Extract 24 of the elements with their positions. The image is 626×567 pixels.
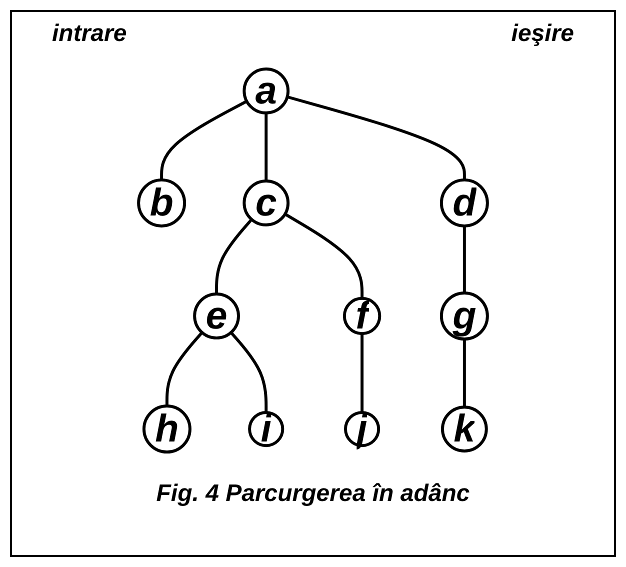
connector: [286, 95, 466, 180]
connector: [284, 212, 364, 298]
connector: [360, 334, 364, 412]
connector: [160, 100, 248, 180]
node-circle: [344, 410, 380, 448]
connector: [165, 332, 204, 406]
node-circle: [342, 296, 382, 336]
caption: Fig. 4 Parcurgerea în adânc: [155, 480, 471, 508]
direction-label: intrare: [52, 20, 127, 49]
connector: [215, 218, 253, 294]
node-circle: [440, 406, 488, 452]
direction-label: ieşire: [511, 20, 574, 49]
node-circle: [242, 180, 290, 226]
connector: [462, 226, 466, 293]
node-circle: [242, 68, 290, 114]
connector: [264, 112, 268, 181]
node-circle: [193, 292, 240, 340]
node-circle: [440, 178, 489, 228]
node-circle: [248, 410, 284, 448]
connector: [462, 339, 466, 408]
connector: [230, 332, 268, 412]
node-circle: [137, 178, 186, 228]
node-circle: [142, 404, 192, 454]
node-circle: [440, 292, 489, 340]
